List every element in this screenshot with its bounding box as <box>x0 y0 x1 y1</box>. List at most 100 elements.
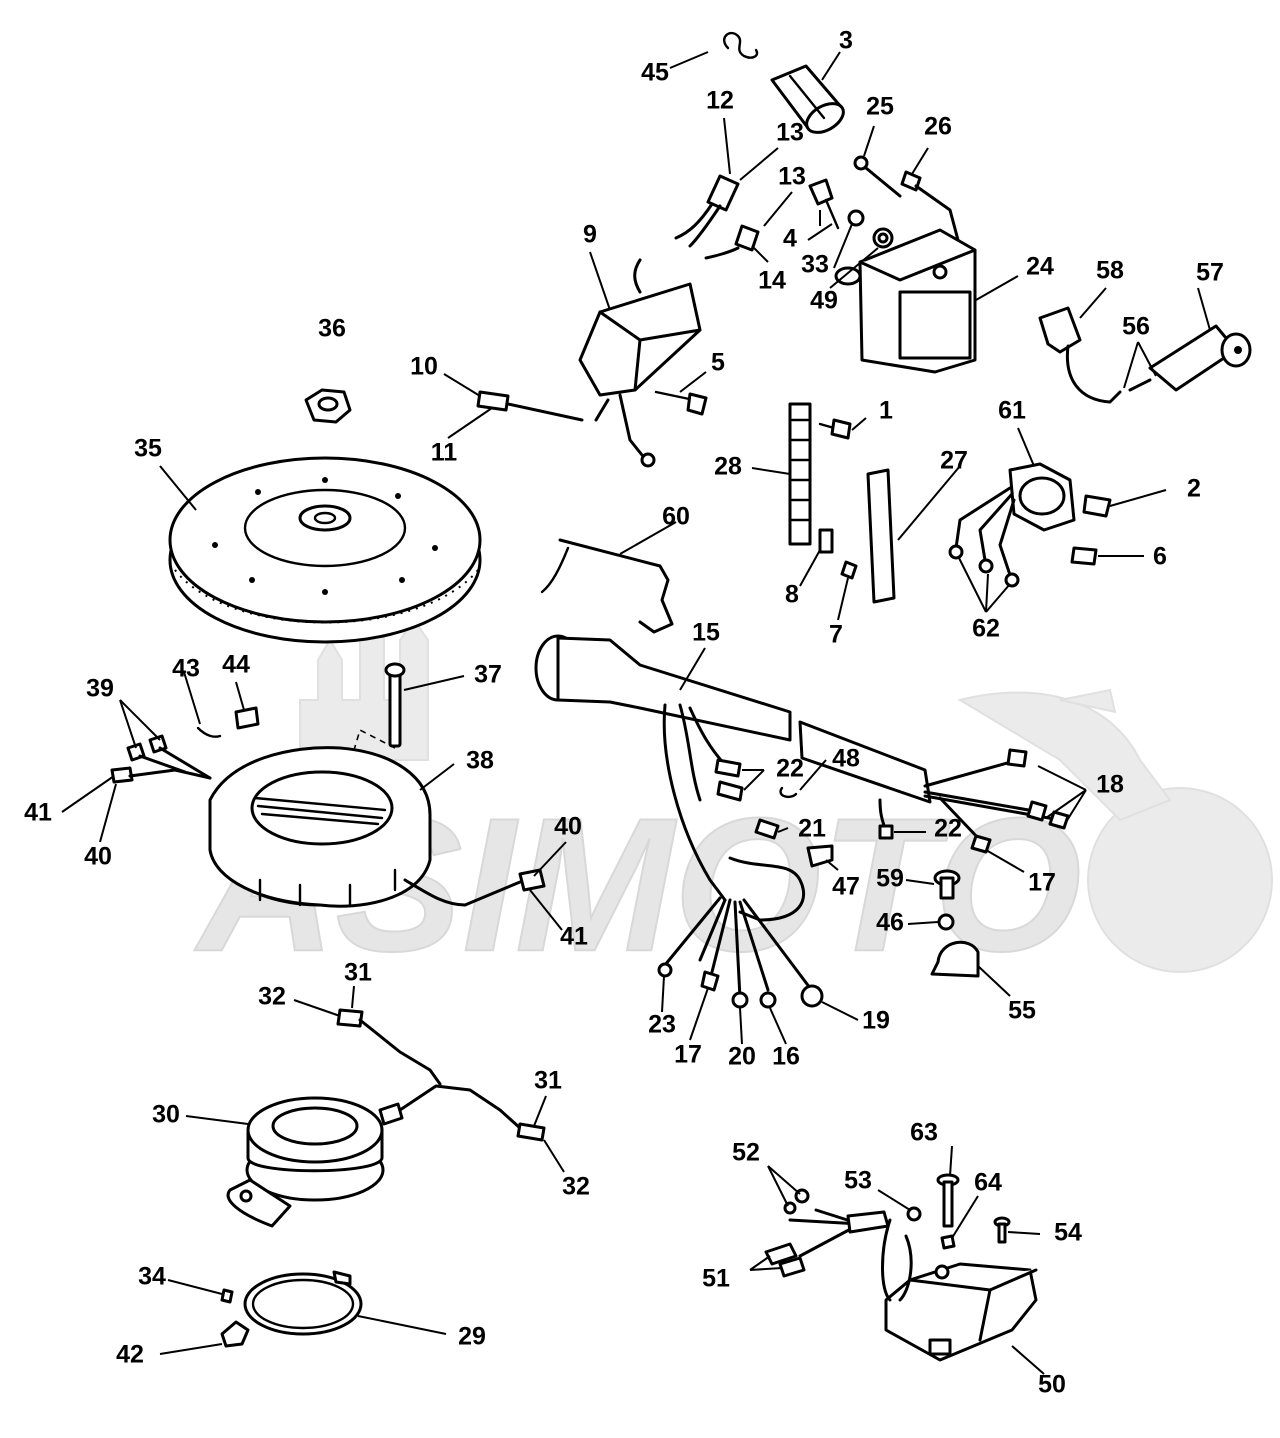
part-35-flywheel <box>168 456 482 644</box>
callout-24: 24 <box>1026 253 1054 281</box>
callout-49: 49 <box>810 287 838 315</box>
callout-34: 34 <box>138 1263 166 1291</box>
callout-39: 39 <box>86 675 114 703</box>
callout-21: 21 <box>798 815 826 843</box>
part-3-cap <box>770 64 845 134</box>
callout-55: 55 <box>1008 997 1036 1025</box>
callout-8: 8 <box>785 581 799 609</box>
callout-13b: 13 <box>778 163 806 191</box>
part-31-32-sensor-leads <box>336 1008 546 1142</box>
part-8-clip <box>818 528 834 554</box>
part-12-13-connectors <box>674 174 760 260</box>
part-64-washer <box>940 1234 956 1250</box>
callout-30: 30 <box>152 1101 180 1129</box>
part-27-cover <box>866 468 896 604</box>
callout-29: 29 <box>458 1323 486 1351</box>
callout-46: 46 <box>876 909 904 937</box>
callout-22a: 22 <box>776 755 804 783</box>
callout-3: 3 <box>839 27 853 55</box>
part-44-clip <box>234 706 260 730</box>
callout-25: 25 <box>866 93 894 121</box>
callout-23: 23 <box>648 1011 676 1039</box>
callout-53: 53 <box>844 1167 872 1195</box>
callout-14: 14 <box>758 267 786 295</box>
callout-48: 48 <box>832 745 860 773</box>
callout-51: 51 <box>702 1265 730 1293</box>
callout-18: 18 <box>1096 771 1124 799</box>
part-34-screw <box>220 1288 234 1304</box>
callout-17b: 17 <box>1028 869 1056 897</box>
callout-22b: 22 <box>934 815 962 843</box>
callout-7: 7 <box>829 621 843 649</box>
callout-19: 19 <box>862 1007 890 1035</box>
callout-41a: 41 <box>24 799 52 827</box>
callout-17a: 17 <box>674 1041 702 1069</box>
part-57-boot <box>1128 324 1252 392</box>
callout-20: 20 <box>728 1043 756 1071</box>
callout-60: 60 <box>662 503 690 531</box>
callout-6: 6 <box>1153 543 1167 571</box>
callout-28: 28 <box>714 453 742 481</box>
callout-47: 47 <box>832 873 860 901</box>
callout-9: 9 <box>583 221 597 249</box>
callout-63: 63 <box>910 1119 938 1147</box>
callout-13a: 13 <box>776 119 804 147</box>
part-2-bolt <box>1082 494 1112 518</box>
part-45-spring-clip <box>723 31 759 59</box>
callout-57: 57 <box>1196 259 1224 287</box>
callout-50: 50 <box>1038 1371 1066 1399</box>
callout-31b: 31 <box>534 1067 562 1095</box>
callout-4: 4 <box>783 225 797 253</box>
part-60-bracket <box>540 538 674 634</box>
callout-45: 45 <box>641 59 669 87</box>
callout-36: 36 <box>318 315 346 343</box>
part-26-wire-end <box>900 170 960 242</box>
callout-56: 56 <box>1122 313 1150 341</box>
part-39-41-leads <box>110 734 546 907</box>
callout-62: 62 <box>972 615 1000 643</box>
callout-1: 1 <box>879 397 893 425</box>
callout-27: 27 <box>940 447 968 475</box>
callout-43: 43 <box>172 655 200 683</box>
part-63-bolt <box>936 1173 960 1228</box>
part-15-wiring-harness <box>534 634 1070 1009</box>
callout-12: 12 <box>706 87 734 115</box>
callout-59: 59 <box>876 865 904 893</box>
callout-10: 10 <box>410 353 438 381</box>
callout-58: 58 <box>1096 257 1124 285</box>
flywheel-holes <box>212 477 438 595</box>
part-59-screw <box>933 869 961 900</box>
callout-2: 2 <box>1187 475 1201 503</box>
part-33-washer <box>847 209 865 227</box>
part-54-screw <box>993 1216 1011 1244</box>
callout-5: 5 <box>711 349 725 377</box>
callout-52: 52 <box>732 1139 760 1167</box>
part-24-ignition-coil <box>834 228 977 374</box>
part-42-clip <box>220 1320 250 1348</box>
callout-35: 35 <box>134 435 162 463</box>
callout-44: 44 <box>222 651 250 679</box>
part-10-11-lead <box>476 390 584 422</box>
part-49-ring <box>872 227 894 249</box>
watermark-motorcycle <box>957 688 1273 973</box>
part-50-regulator <box>764 1188 1038 1362</box>
part-38-stator <box>208 746 467 908</box>
callout-38: 38 <box>466 747 494 775</box>
callout-labels: 45 3 12 13 13 25 26 9 4 33 14 49 24 58 5… <box>24 27 1224 1399</box>
callout-42: 42 <box>116 1341 144 1369</box>
callout-37: 37 <box>474 661 502 689</box>
part-5-bolt <box>654 390 708 416</box>
part-30-timer-base <box>226 1096 404 1228</box>
part-22-terminals <box>714 758 744 802</box>
callout-26: 26 <box>924 113 952 141</box>
part-7-screw <box>840 560 858 580</box>
part-43-clip <box>196 726 222 738</box>
callout-40a: 40 <box>84 843 112 871</box>
part-25-wire-end <box>853 155 902 198</box>
callout-15: 15 <box>692 619 720 647</box>
part-36-nut <box>304 388 352 424</box>
callout-61: 61 <box>998 397 1026 425</box>
callout-16: 16 <box>772 1043 800 1071</box>
